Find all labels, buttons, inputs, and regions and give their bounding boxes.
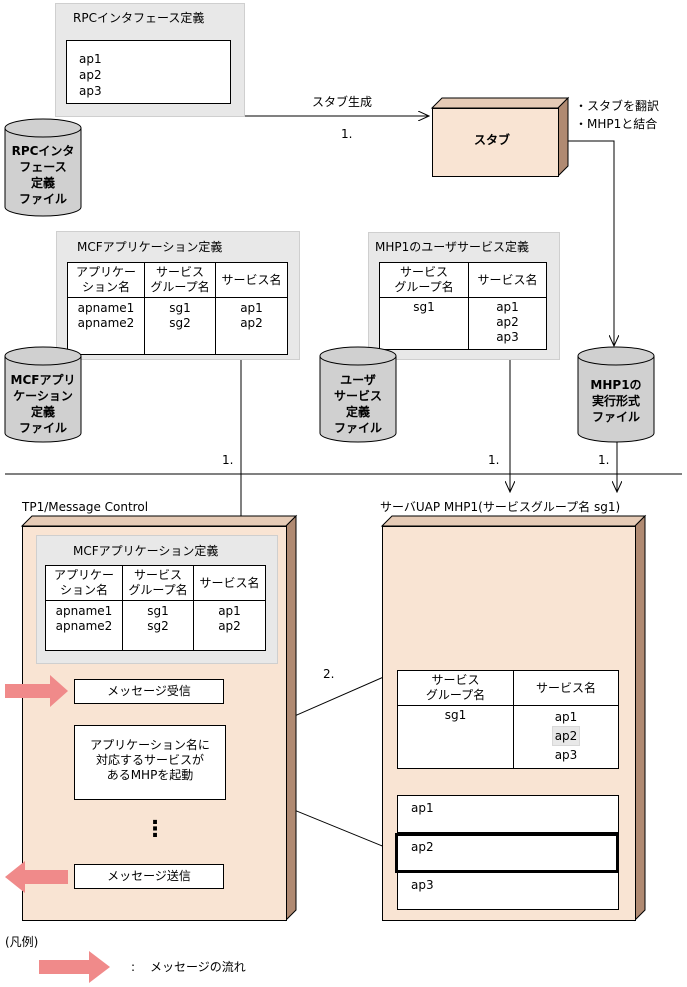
mhp1-exec-line: ファイル [591,410,640,424]
table-header: サービス グループ名 [379,262,469,298]
user-service-definition-title: MHP1のユーザサービス定義 [375,240,530,254]
table-cell: sg2 [147,619,169,633]
legend-title: (凡例) [5,935,39,949]
service-module-divider [397,832,619,833]
legend-label: メッセージの流れ [150,960,246,974]
table-header: サービス グループ名 [144,262,216,298]
stub-generation-step: 1. [341,127,353,141]
table-cell: ap1 [218,604,241,618]
stub-box [432,108,559,177]
start-mhp-line: アプリケーション名に [90,738,210,752]
service-module-label: ap1 [411,801,434,815]
start-mhp-line: 対応するサービスが [95,753,204,767]
table-cell: ap1 [496,300,519,314]
highlighted-service-cell: ap2 [551,726,581,746]
stub-note: ・MHP1と結合 [575,117,658,131]
step-label: 1. [222,453,234,467]
table-cell: ap3 [496,330,519,344]
server-uap-title: サーバUAP MHP1(サービスグループ名 sg1) [380,500,621,514]
table-cell: sg2 [169,316,191,330]
table-cell: ap1 [554,710,578,724]
table-cell: ap2 [218,619,241,633]
incoming-message-arrow [5,675,68,707]
mhp1-exec-line: MHP1の [590,378,642,392]
user-service-file-line: ファイル [333,421,382,435]
table-cell: apname1 [55,604,113,618]
table-header: サービス グループ名 [397,670,514,706]
mcf-file-line: ケーション [13,389,73,403]
legend-colon: : [131,960,136,974]
start-mhp-line: あるMHPを起動 [106,768,194,782]
table-cell: sg1 [413,300,435,314]
step-label: 1. [488,453,500,467]
table-header: アプリケー ション名 [45,565,123,601]
rpc-item: ap1 [79,52,102,66]
rpc-definition-title: RPCインタフェース定義 [73,11,205,25]
tp1-mcf-title: MCFアプリケーション定義 [73,544,219,558]
table-header: サービス名 [468,262,547,298]
table-cell: apname2 [77,316,135,330]
user-service-file-line: ユーザ [340,373,376,387]
ellipsis: ⋮ [144,817,166,842]
stub-label: スタブ [474,133,511,147]
table-header: サービス グループ名 [122,565,194,601]
rpc-definition-box: ap1 ap2 ap3 [66,40,231,104]
mcf-file-line: ファイル [18,421,67,435]
table-header: サービス名 [215,262,288,298]
tp1-title: TP1/Message Control [22,500,149,514]
rpc-item: ap3 [79,84,102,98]
table-cell: sg1 [169,301,191,315]
rpc-file-line: 定義 [30,176,55,190]
user-service-file-line: 定義 [345,405,370,419]
service-module-label: ap3 [411,878,434,892]
service-module-label: ap2 [411,840,434,854]
mcf-definition-title: MCFアプリケーション定義 [77,240,223,254]
step-label: 2. [323,667,335,681]
table-cell: ap2 [496,315,519,329]
table-header: サービス名 [193,565,266,601]
table-cell: ap3 [554,748,578,762]
stub-to-exec-arrow [567,140,614,346]
mcf-file-line: 定義 [30,405,55,419]
table-cell: apname2 [55,619,113,633]
mcf-file-line: MCFアプリ [10,373,76,387]
step-label: 1. [598,453,610,467]
rpc-file-line: フェース [19,160,67,174]
message-send-box: メッセージ送信 [74,864,224,889]
message-receive-box: メッセージ受信 [74,679,224,704]
stub-generation-label: スタブ生成 [312,95,373,109]
active-service-module [395,833,619,873]
user-service-definition-table: サービス グループ名 サービス名 sg1 ap1 ap2 ap3 [379,262,547,350]
start-mhp-box: アプリケーション名に 対応するサービスが あるMHPを起動 [74,725,226,800]
user-service-file-line: サービス [333,389,382,403]
table-header: サービス名 [513,670,619,706]
outgoing-message-arrow [5,861,68,893]
table-cell: sg1 [147,604,169,618]
stub-note: ・スタブを翻訳 [575,99,660,113]
rpc-file-line: ファイル [18,192,67,206]
table-cell: ap2 [240,316,263,330]
rpc-item: ap2 [79,68,102,82]
table-cell: apname1 [77,301,135,315]
rpc-file-line: RPCインタ [11,144,75,158]
table-cell: sg1 [444,708,467,722]
mhp1-exec-line: 実行形式 [591,394,640,408]
server-service-table: サービス グループ名 サービス名 sg1 ap1 ap2 ap3 [397,670,619,769]
table-cell: ap1 [240,301,263,315]
